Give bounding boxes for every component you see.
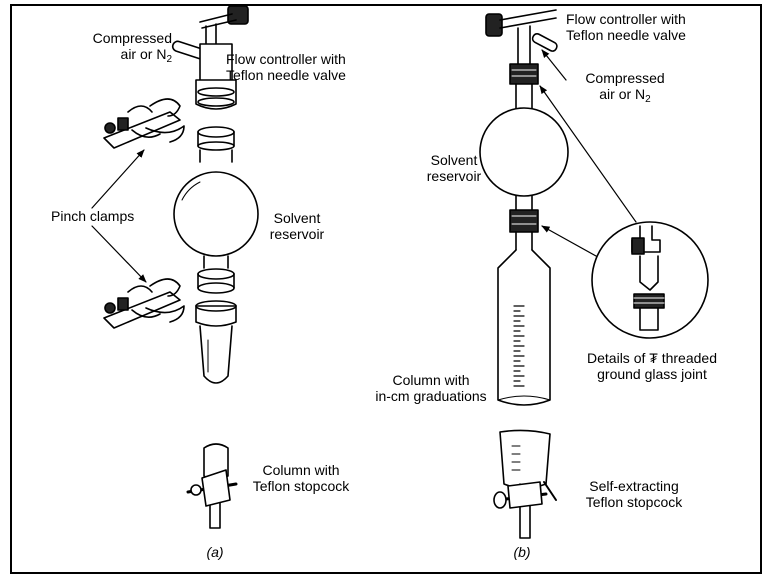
pinch-clamp-upper [103,98,185,149]
panel-b-threaded-joint-top [509,63,539,111]
panel-a-flow-controller [171,5,249,110]
panel-b-graduated-column [497,249,551,406]
label-b-self-extracting: Self-extracting Teflon stopcock [585,478,683,510]
panel-b-arrows [539,49,637,257]
label-a-solvent-reservoir: Solvent reservoir [269,210,325,242]
panel-a-column-stopcock [186,443,238,529]
caption-a: (a) [206,544,224,560]
panel-b-solvent-reservoir [479,107,569,211]
panel-b-flow-controller [485,9,558,65]
panel-b-threaded-joint-bottom [509,209,539,251]
panel-b-self-extracting-stopcock [493,429,557,539]
label-b-flow-controller: Flow controller with Teflon needle valve [566,11,686,43]
panel-a-column-top [195,300,237,384]
pinch-clamp-arrows [91,149,147,283]
label-b-column-graduations: Column with in-cm graduations [375,372,487,404]
label-b-joint-details: Details of ₮ threaded ground glass joint [587,350,717,382]
label-a-flow-controller: Flow controller with Teflon needle valve [226,51,346,83]
joint-detail-inset [591,221,709,339]
label-a-column-stopcock: Column with Teflon stopcock [252,462,350,494]
panel-a-solvent-reservoir [173,126,259,294]
label-b-solvent-reservoir: Solvent reservoir [426,152,482,184]
label-a-pinch-clamps: Pinch clamps [51,208,135,224]
pinch-clamp-lower [103,278,185,329]
caption-b: (b) [513,544,531,560]
